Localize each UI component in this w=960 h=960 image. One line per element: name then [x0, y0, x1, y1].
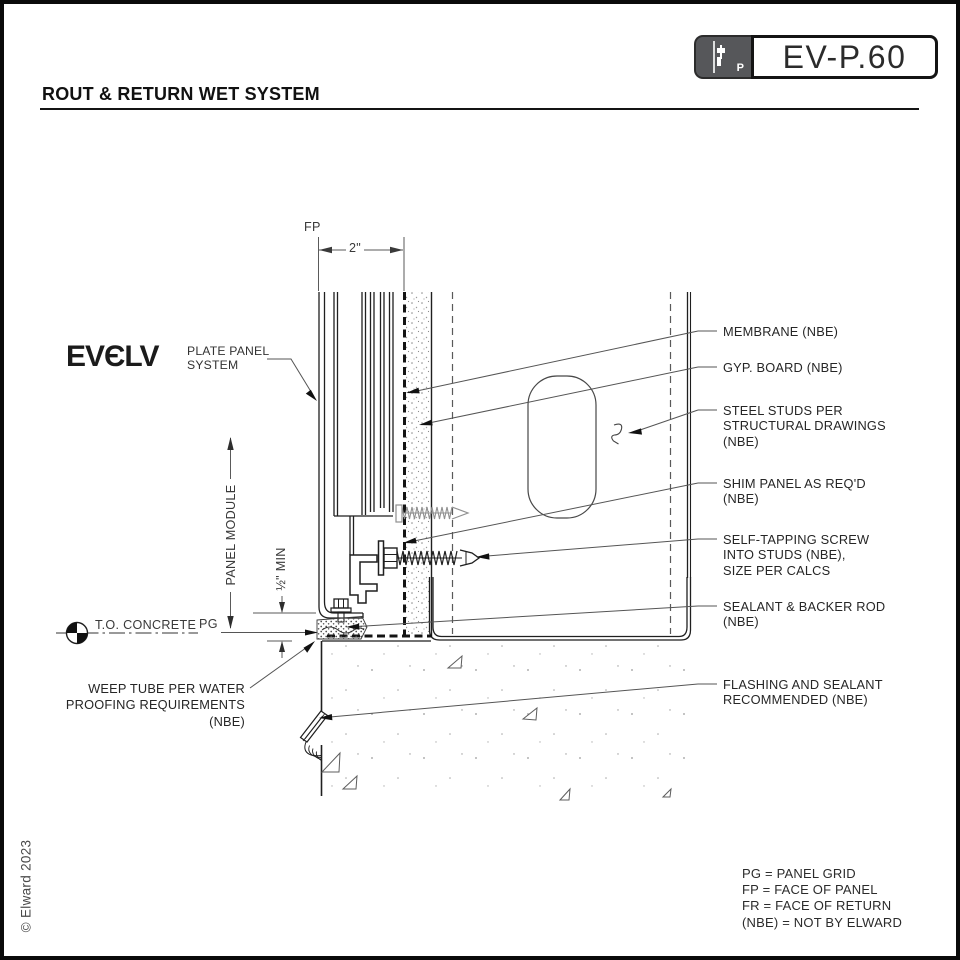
callout-shim-panel: SHIM PANEL AS REQ'D (NBE)	[723, 476, 866, 507]
callout-gyp-board: GYP. BOARD (NBE)	[723, 360, 843, 375]
dim-fp-label: FP	[304, 220, 321, 234]
aggregate-triangles	[320, 654, 672, 801]
dimension-half-inch	[253, 596, 316, 658]
panel-clip	[349, 540, 385, 604]
legend-fp: FP = FACE OF PANEL	[742, 882, 878, 898]
gyp-board-sheathing	[406, 292, 433, 637]
abbreviation-legend: PG = PANEL GRID FP = FACE OF PANEL FR = …	[742, 866, 902, 931]
dim-panel-module-label: PANEL MODULE	[224, 481, 238, 589]
legend-nbe: (NBE) = NOT BY ELWARD	[742, 914, 903, 930]
evolv-logo: EVЄLV	[66, 340, 159, 373]
screw-beyond	[395, 504, 470, 523]
legend-pg: PG = PANEL GRID	[742, 866, 856, 881]
datum-target-icon	[65, 621, 89, 645]
self-tapping-screw	[383, 547, 481, 569]
sheet-number: EV-P.60	[751, 35, 938, 79]
panel-section-icon	[713, 41, 725, 73]
callout-self-tapping-screw: SELF-TAPPING SCREW INTO STUDS (NBE), SIZ…	[723, 532, 870, 578]
pg-label: PG	[199, 617, 218, 631]
heading-rule	[40, 108, 919, 111]
title-block-icon-letter: P	[736, 62, 744, 74]
evolv-logo-tagline: PLATE PANEL SYSTEM	[187, 344, 270, 372]
callout-steel-studs: STEEL STUDS PER STRUCTURAL DRAWINGS (NBE…	[723, 403, 886, 449]
sealant-backer-rod	[316, 616, 368, 640]
to-concrete-label: T.O. CONCRETE	[95, 618, 197, 632]
callout-weep-tube: WEEP TUBE PER WATER PROOFING REQUIREMENT…	[65, 681, 245, 729]
steel-stud	[451, 292, 692, 634]
callout-flashing: FLASHING AND SEALANT RECOMMENDED (NBE)	[723, 677, 883, 708]
copyright-note: © Elward 2023	[18, 839, 34, 933]
dim-2in-label: 2"	[346, 241, 365, 255]
anchor-bolt	[330, 598, 352, 623]
dimension-panel-module	[227, 437, 234, 629]
flashing	[299, 710, 329, 762]
dim-half-min-label: ½" MIN	[274, 547, 288, 591]
page-title: ROUT & RETURN WET SYSTEM	[42, 84, 320, 104]
legend-fr: FR = FACE OF RETURN	[742, 898, 892, 914]
leader-lines	[221, 330, 717, 721]
callout-sealant: SEALANT & BACKER ROD (NBE)	[723, 599, 886, 630]
stud-knockout	[527, 375, 597, 519]
stud-bottom-track	[428, 577, 692, 641]
title-block-icon-box: P	[694, 35, 751, 79]
panel-extrusion	[318, 292, 394, 619]
callout-membrane: MEMBRANE (NBE)	[723, 324, 839, 339]
concrete	[320, 640, 689, 801]
